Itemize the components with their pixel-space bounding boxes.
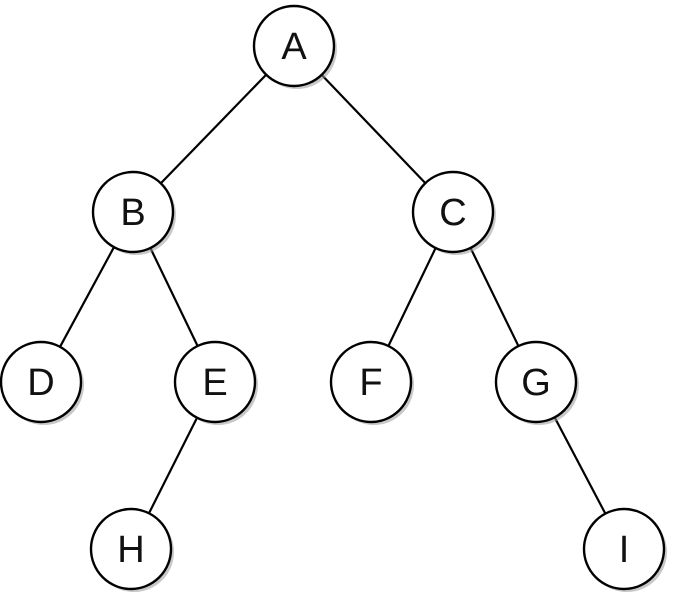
node-label: A xyxy=(281,26,307,68)
node-circle xyxy=(252,4,336,88)
node-c: C xyxy=(411,170,496,255)
node-label: E xyxy=(202,362,227,404)
node-g: G xyxy=(494,340,579,425)
node-d: D xyxy=(0,340,84,425)
edge-g-i xyxy=(553,416,607,515)
edges-layer xyxy=(59,73,607,515)
node-b: B xyxy=(91,170,176,255)
node-f: F xyxy=(329,340,414,425)
node-circle xyxy=(173,340,257,424)
node-circle xyxy=(89,507,173,591)
node-i: I xyxy=(582,507,667,592)
node-a: A xyxy=(252,4,337,89)
node-label: B xyxy=(120,192,145,234)
edge-c-g xyxy=(469,247,520,347)
node-label: G xyxy=(521,362,551,404)
node-e: E xyxy=(173,340,258,425)
node-label: I xyxy=(619,529,630,571)
node-circle xyxy=(0,340,83,424)
node-circle xyxy=(329,340,413,424)
node-label: H xyxy=(117,529,144,571)
edge-b-d xyxy=(59,246,115,348)
edge-a-b xyxy=(160,73,267,185)
node-circle xyxy=(91,170,175,254)
node-label: D xyxy=(27,362,54,404)
edge-c-f xyxy=(387,247,437,347)
node-label: C xyxy=(439,192,466,234)
node-h: H xyxy=(89,507,174,592)
edge-a-c xyxy=(320,74,427,184)
node-circle xyxy=(582,507,666,591)
nodes-layer: A B C D E F G H I xyxy=(0,4,667,592)
edge-e-h xyxy=(147,417,199,514)
node-circle xyxy=(411,170,495,254)
node-circle xyxy=(494,340,578,424)
node-label: F xyxy=(359,362,382,404)
edge-b-e xyxy=(149,247,199,347)
